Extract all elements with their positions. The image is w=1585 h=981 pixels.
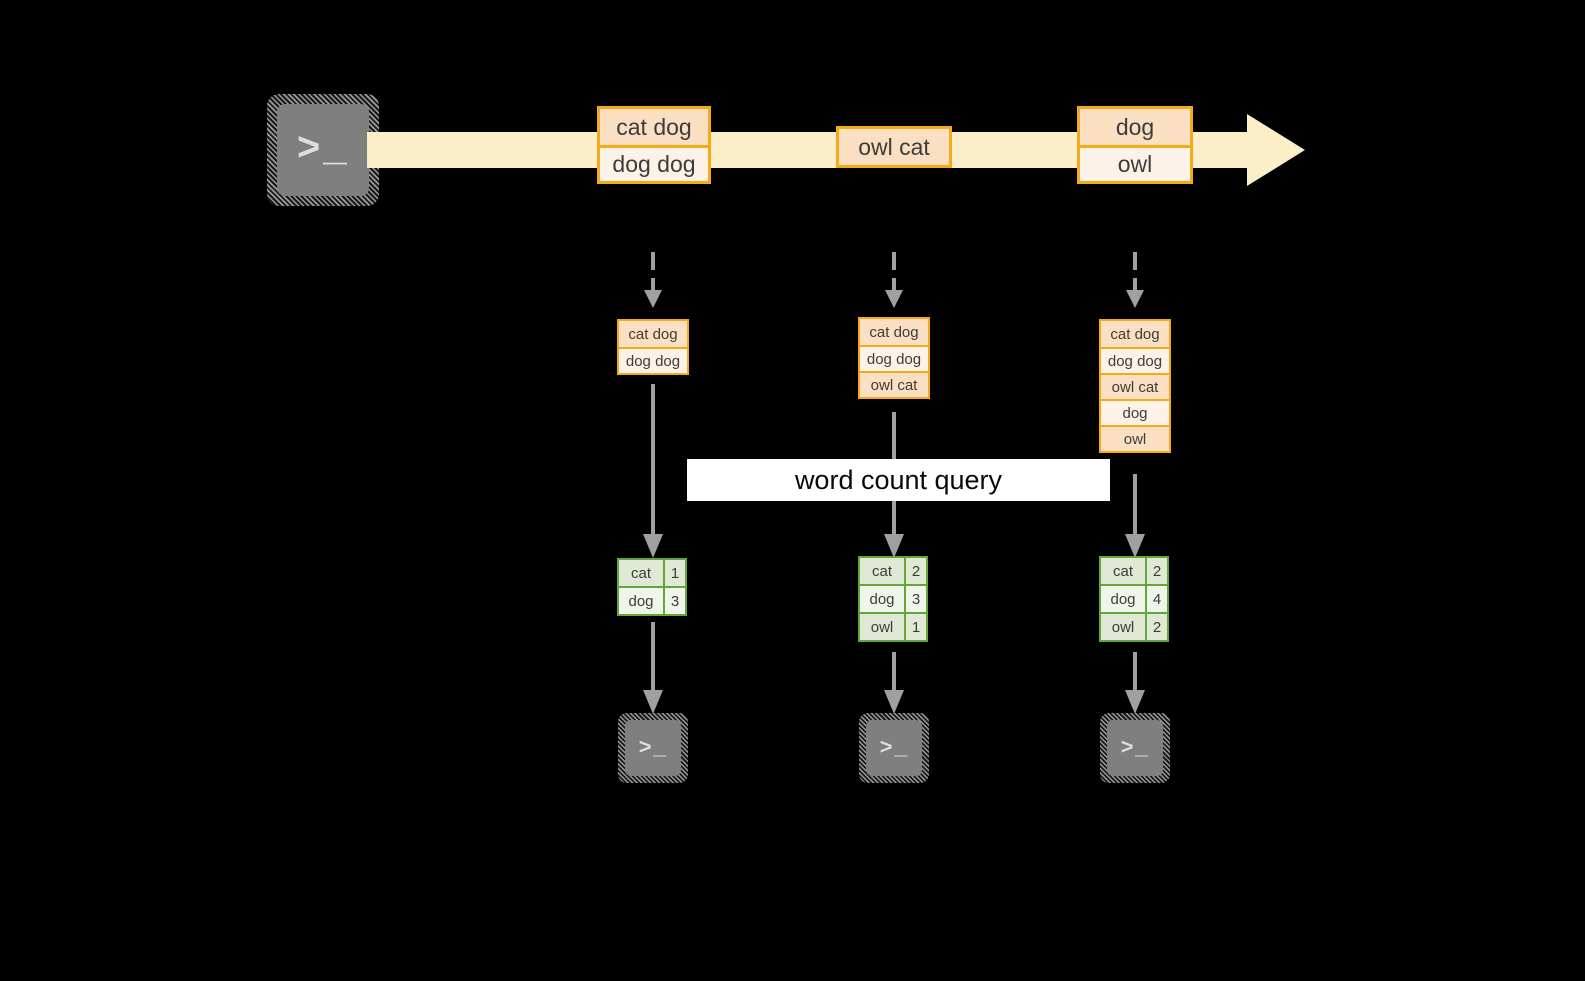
sink-connector-column-2 <box>881 652 907 716</box>
terminal-face <box>277 104 369 196</box>
result-word: dog <box>1101 586 1145 612</box>
result-count: 3 <box>663 588 685 614</box>
buffer-line: owl cat <box>1101 373 1169 399</box>
record-line: owl cat <box>839 129 949 165</box>
terminal-prompt-glyph: >_ <box>1120 735 1150 761</box>
query-connector-column-3 <box>1122 474 1148 560</box>
buffer-line: owl <box>1101 425 1169 451</box>
buffer-column-3: cat dog dog dog owl cat dog owl <box>1099 319 1171 453</box>
dashed-connector-column-3 <box>1120 252 1150 314</box>
terminal-prompt-glyph: >_ <box>638 735 668 761</box>
table-row: cat 1 <box>619 560 685 586</box>
table-row: owl 2 <box>1101 612 1167 640</box>
table-row: cat 2 <box>1101 558 1167 584</box>
source-terminal-icon: >_ <box>267 94 379 206</box>
sink-terminal-column-3: >_ <box>1100 713 1170 783</box>
result-word: cat <box>860 558 904 584</box>
result-table-column-3: cat 2 dog 4 owl 2 <box>1099 556 1169 642</box>
buffer-column-1: cat dog dog dog <box>617 319 689 375</box>
record-line: cat dog <box>600 109 708 145</box>
buffer-line: dog dog <box>1101 347 1169 373</box>
result-table-column-1: cat 1 dog 3 <box>617 558 687 616</box>
result-word: dog <box>619 588 663 614</box>
table-row: dog 4 <box>1101 584 1167 612</box>
record-line: owl <box>1080 145 1190 181</box>
terminal-face <box>625 720 681 776</box>
terminal-face <box>1107 720 1163 776</box>
result-word: cat <box>619 560 663 586</box>
terminal-prompt-glyph: >_ <box>879 735 909 761</box>
query-connector-column-1 <box>640 384 666 560</box>
query-label-text: word count query <box>794 464 1003 495</box>
result-table-column-2: cat 2 dog 3 owl 1 <box>858 556 928 642</box>
stream-record-1: cat dog dog dog <box>597 106 711 184</box>
result-word: owl <box>860 614 904 640</box>
buffer-column-2: cat dog dog dog owl cat <box>858 317 930 399</box>
result-word: owl <box>1101 614 1145 640</box>
terminal-prompt-glyph: >_ <box>296 127 350 173</box>
result-count: 4 <box>1145 586 1167 612</box>
table-row: dog 3 <box>860 584 926 612</box>
result-word: dog <box>860 586 904 612</box>
stream-record-3: dog owl <box>1077 106 1193 184</box>
sink-terminal-column-2: >_ <box>859 713 929 783</box>
sink-terminal-column-1: >_ <box>618 713 688 783</box>
result-count: 3 <box>904 586 926 612</box>
record-line: dog <box>1080 109 1190 145</box>
result-word: cat <box>1101 558 1145 584</box>
sink-connector-column-1 <box>640 622 666 716</box>
stream-record-2: owl cat <box>836 126 952 168</box>
result-count: 2 <box>1145 558 1167 584</box>
query-label: word count query <box>687 459 1110 501</box>
result-count: 2 <box>904 558 926 584</box>
buffer-line: owl cat <box>860 371 928 397</box>
table-row: cat 2 <box>860 558 926 584</box>
result-count: 1 <box>904 614 926 640</box>
buffer-line: cat dog <box>1101 321 1169 347</box>
table-row: dog 3 <box>619 586 685 614</box>
record-line: dog dog <box>600 145 708 181</box>
dashed-connector-column-2 <box>879 252 909 314</box>
buffer-line: dog <box>1101 399 1169 425</box>
dashed-connector-column-1 <box>638 252 668 314</box>
buffer-line: cat dog <box>619 321 687 347</box>
buffer-line: dog dog <box>619 347 687 373</box>
sink-connector-column-3 <box>1122 652 1148 716</box>
terminal-face <box>866 720 922 776</box>
table-row: owl 1 <box>860 612 926 640</box>
buffer-line: dog dog <box>860 345 928 371</box>
buffer-line: cat dog <box>860 319 928 345</box>
result-count: 1 <box>663 560 685 586</box>
result-count: 2 <box>1145 614 1167 640</box>
